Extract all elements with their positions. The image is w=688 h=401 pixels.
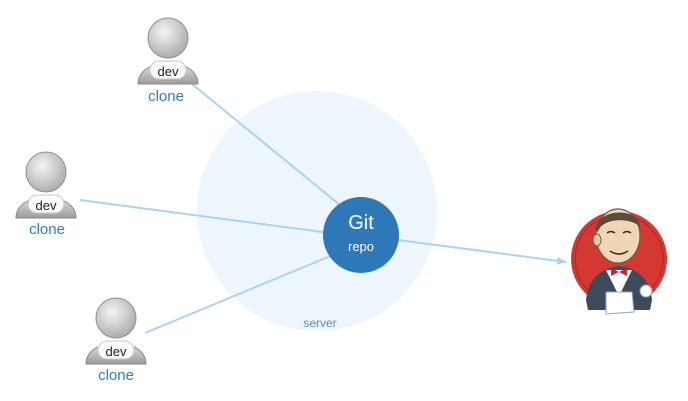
- clone-caption-1: clone: [148, 88, 184, 105]
- user-icon-head: [95, 297, 137, 339]
- link-dev2-git: [79, 199, 331, 234]
- git-repo-node: [323, 197, 399, 273]
- jenkins-butler-icon: [571, 208, 667, 315]
- dev-badge: [97, 340, 135, 360]
- developer-avatar-2: [15, 151, 77, 219]
- dev-badge-label-3: dev: [105, 344, 127, 359]
- git-subtitle: repo: [347, 239, 375, 254]
- dev-badge: [27, 194, 65, 214]
- dev-badge-label-1: dev: [157, 64, 179, 79]
- server-zone: [197, 91, 437, 331]
- dev-badge-label-2: dev: [35, 198, 57, 213]
- developer-avatar-3: [85, 297, 147, 365]
- dev-badge: [149, 60, 187, 80]
- clone-caption-3: clone: [98, 367, 134, 384]
- link-dev3-git: [144, 251, 341, 334]
- git-title: Git: [348, 212, 374, 234]
- clone-caption-2: clone: [29, 221, 65, 238]
- link-git-jenkins: [397, 239, 567, 265]
- server-label: server: [303, 316, 337, 330]
- user-icon-head: [25, 151, 67, 193]
- link-dev1-git: [191, 83, 347, 211]
- user-icon-head: [147, 17, 189, 59]
- developer-avatar-1: [137, 17, 199, 85]
